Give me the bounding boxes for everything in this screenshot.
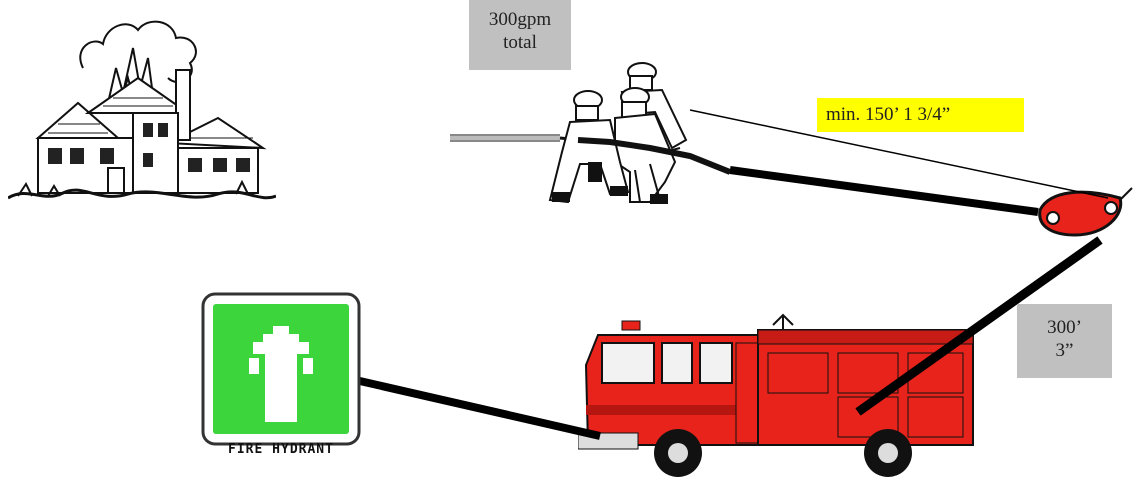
- fire-hydrant-sign-icon: [201, 292, 361, 446]
- gated-wye-icon: [1038, 187, 1133, 237]
- burning-house-icon: [8, 20, 276, 200]
- fire-engine-icon: [578, 313, 974, 477]
- attack-line-label: min. 150’ 1 3/4”: [817, 98, 1024, 132]
- hydrant-hose: [337, 372, 601, 440]
- flow-rate-unit: total: [503, 32, 537, 53]
- supply-line-diameter: 3”: [1055, 340, 1074, 361]
- flow-rate-label: 300gpm total: [469, 0, 571, 70]
- flow-rate-value: 300gpm: [488, 9, 552, 30]
- water-stream: [450, 134, 581, 142]
- supply-line-length: 300’: [1047, 317, 1082, 338]
- firefighters-with-hose-icon: [450, 62, 732, 204]
- supply-line-label: 300’ 3”: [1017, 304, 1112, 378]
- hydrant-caption: FIRE HYDRANT: [228, 442, 334, 457]
- attack-hose: [729, 166, 1039, 216]
